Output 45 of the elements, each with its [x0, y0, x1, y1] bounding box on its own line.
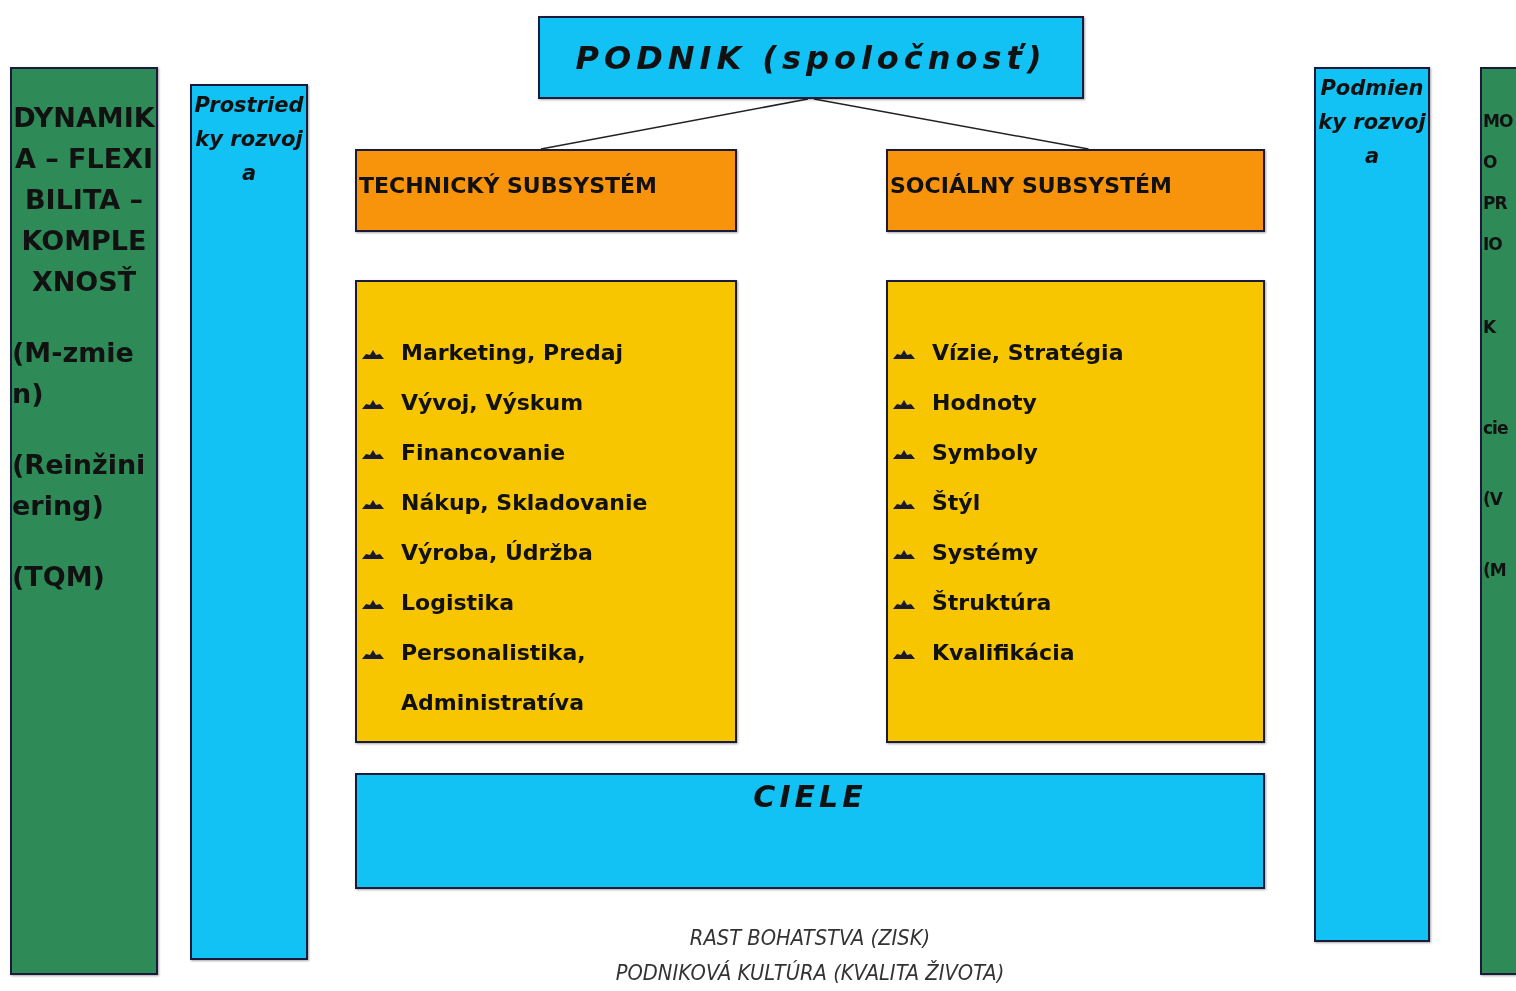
list-item: Nákup, Skladovanie — [401, 489, 649, 517]
subsystem-title: SOCIÁLNY SUBSYSTÉM — [890, 173, 1173, 198]
side-text: PR — [1483, 192, 1508, 215]
list-box — [355, 280, 737, 743]
subsystem-box — [355, 149, 737, 232]
side-text: MO — [1483, 110, 1514, 133]
title-box — [355, 773, 1265, 889]
list-item: Vývoj, Výskum — [401, 389, 585, 417]
column-bar — [1314, 67, 1430, 942]
list-item: Systémy — [932, 539, 1039, 567]
list-item: Výroba, Údržba — [401, 539, 594, 567]
footer-text: RAST BOHATSTVA (ZISK) — [688, 926, 932, 950]
column-title: Prostriedky rozvoja — [193, 92, 305, 187]
side-text: DYNAMIKA – FLEXIBILITA – KOMPLEXNOSŤ — [12, 101, 156, 299]
subsystem-title: TECHNICKÝ SUBSYSTÉM — [359, 173, 658, 198]
side-text: IO — [1483, 233, 1503, 256]
column-bar — [190, 84, 308, 960]
column-title: Podmienky rozvoja — [1317, 75, 1427, 170]
side-text: (TQM) — [12, 560, 106, 594]
list-item: Kvalifikácia — [932, 639, 1076, 667]
main-title: PODNIK (spoločnosť) — [575, 38, 1047, 77]
list-item: Personalistika, Administratíva — [401, 639, 587, 717]
list-item: Vízie, Stratégia — [932, 339, 1125, 367]
list-box — [886, 280, 1265, 743]
connector-line — [540, 98, 809, 150]
side-text: (M — [1483, 559, 1507, 582]
side-text: (V — [1483, 488, 1504, 511]
side-text: (M-zmien) — [12, 336, 135, 411]
list-item: Financovanie — [401, 439, 567, 467]
list-item: Symboly — [932, 439, 1039, 467]
title-box — [538, 16, 1084, 99]
side-text: cie — [1483, 417, 1509, 440]
side-text: O — [1483, 151, 1498, 174]
list-item: Štýl — [932, 489, 982, 517]
connector-line — [813, 98, 1090, 150]
side-text: K — [1483, 316, 1498, 339]
box-title: CIELE — [752, 779, 868, 814]
side-text: (Reinžiniering) — [12, 448, 147, 523]
footer-text: PODNIKOVÁ KULTÚRA (KVALITA ŽIVOTA) — [614, 961, 1006, 985]
list-item: Štruktúra — [932, 589, 1053, 617]
list-item: Logistika — [401, 589, 516, 617]
column-bar — [10, 67, 158, 975]
list-item: Marketing, Predaj — [401, 339, 625, 367]
subsystem-box — [886, 149, 1265, 232]
list-item: Hodnoty — [932, 389, 1038, 417]
